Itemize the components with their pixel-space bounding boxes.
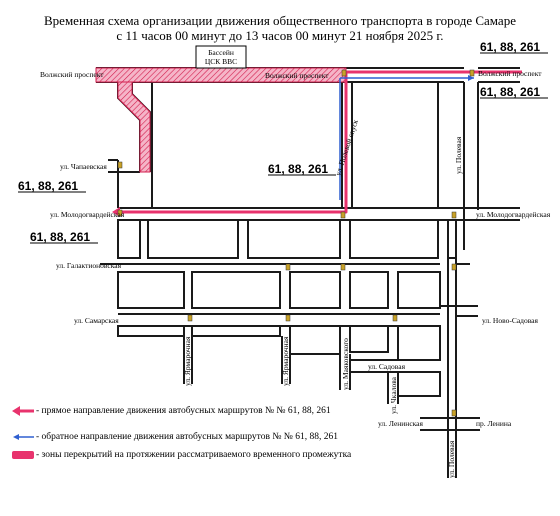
route-label-center: 61, 88, 261 <box>268 162 328 176</box>
red-arrow-icon <box>10 404 36 418</box>
street-label-samarskaya: ул. Самарская <box>74 316 119 325</box>
legend-row-closure: - зоны перекрытий на протяжении рассматр… <box>10 448 351 462</box>
street-label-leninskaya: ул. Ленинская <box>378 419 424 428</box>
street-label-molodogvardeyskaya-right: ул. Молодогвардейская <box>476 210 551 219</box>
landmark-pool: Бассейн ЦСК ВВС <box>195 45 247 69</box>
landmark-line-2: ЦСК ВВС <box>205 57 237 66</box>
route-label-top-right: 61, 88, 261 <box>480 40 540 54</box>
street-label-sadovaya: ул. Садовая <box>368 362 406 371</box>
street-label-volzhsky-center: Волжский проспект <box>265 71 329 80</box>
route-label-right: 61, 88, 261 <box>480 85 540 99</box>
street-label-volzhsky-left: Волжский проспект <box>40 70 104 79</box>
street-label-chapaevskaya: ул. Чапаевская <box>60 162 107 171</box>
closure-zone-area <box>95 67 347 173</box>
legend-text-reverse: - обратное направление движения автобусн… <box>36 432 338 442</box>
route-label-left-upper: 61, 88, 261 <box>18 179 78 193</box>
street-label-yarmarochnaya-2: ул. Ярмарочная <box>281 336 290 386</box>
closure-zone-side-street <box>117 81 151 173</box>
street-label-chkalova: ул. Чкалова <box>389 376 398 414</box>
street-label-novo-sadovaya: ул. Ново-Садовая <box>482 316 538 325</box>
street-label-volzhsky-right: Волжский проспект <box>478 69 542 78</box>
street-label-mayakovskogo: ул. Маяковского <box>341 338 350 390</box>
map-title-line-2: с 11 часов 00 минут до 13 часов 00 минут… <box>116 28 444 43</box>
closure-zone-icon <box>10 448 36 462</box>
route-label-left-lower: 61, 88, 261 <box>30 230 90 244</box>
street-label-polevaya-upper: ул. Полевая <box>454 136 463 174</box>
reverse-route-line <box>339 75 474 200</box>
legend-row-direct: - прямое направление движения автобусных… <box>10 404 331 418</box>
street-label-molodogvardeyskaya-left: ул. Молодогвардейская <box>50 210 125 219</box>
street-label-lenina: пр. Ленина <box>476 419 512 428</box>
blue-arrow-icon <box>10 430 36 444</box>
street-label-yarmarochnaya-1: ул. Ярмарочная <box>183 336 192 386</box>
legend-text-closure: - зоны перекрытий на протяжении рассматр… <box>36 450 352 460</box>
street-label-galaktionovskaya: ул. Галактионовская <box>56 261 122 270</box>
legend-text-direct: - прямое направление движения автобусных… <box>36 406 331 416</box>
map-title-line-1: Временная схема организации движения общ… <box>44 13 516 28</box>
street-label-polevaya-lower: ул. Полевая <box>447 440 456 478</box>
traffic-light-markers <box>117 69 475 417</box>
legend-row-reverse: - обратное направление движения автобусн… <box>10 430 338 444</box>
landmark-line-1: Бассейн <box>208 48 234 57</box>
